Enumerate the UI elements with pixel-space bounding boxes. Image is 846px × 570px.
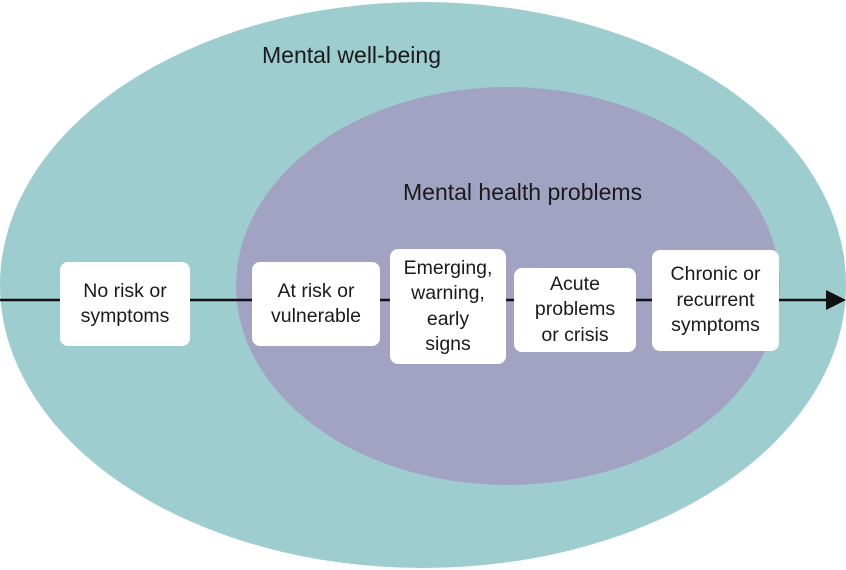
continuum-arrow-head — [826, 290, 846, 310]
stage-emerging-signs-label: Emerging, warning, early signs — [403, 256, 493, 355]
mental-health-problems-label: Mental health problems — [403, 179, 643, 205]
mental-health-problems-ellipse — [236, 87, 780, 485]
mental-well-being-label: Mental well-being — [262, 42, 441, 68]
stage-chronic-box: Chronic or recurrent symptoms — [652, 250, 779, 351]
stage-at-risk-label: At risk or vulnerable — [271, 279, 361, 327]
stage-chronic-label: Chronic or recurrent symptoms — [670, 263, 761, 337]
stage-no-risk-box: No risk or symptoms — [60, 262, 190, 346]
stage-acute-crisis-label: Acute problems or crisis — [534, 272, 616, 346]
stage-acute-crisis-box: Acute problems or crisis — [514, 268, 636, 352]
stage-at-risk-box: At risk or vulnerable — [252, 262, 380, 346]
stage-emerging-signs-box: Emerging, warning, early signs — [390, 249, 506, 364]
stage-no-risk-label: No risk or symptoms — [80, 279, 170, 327]
